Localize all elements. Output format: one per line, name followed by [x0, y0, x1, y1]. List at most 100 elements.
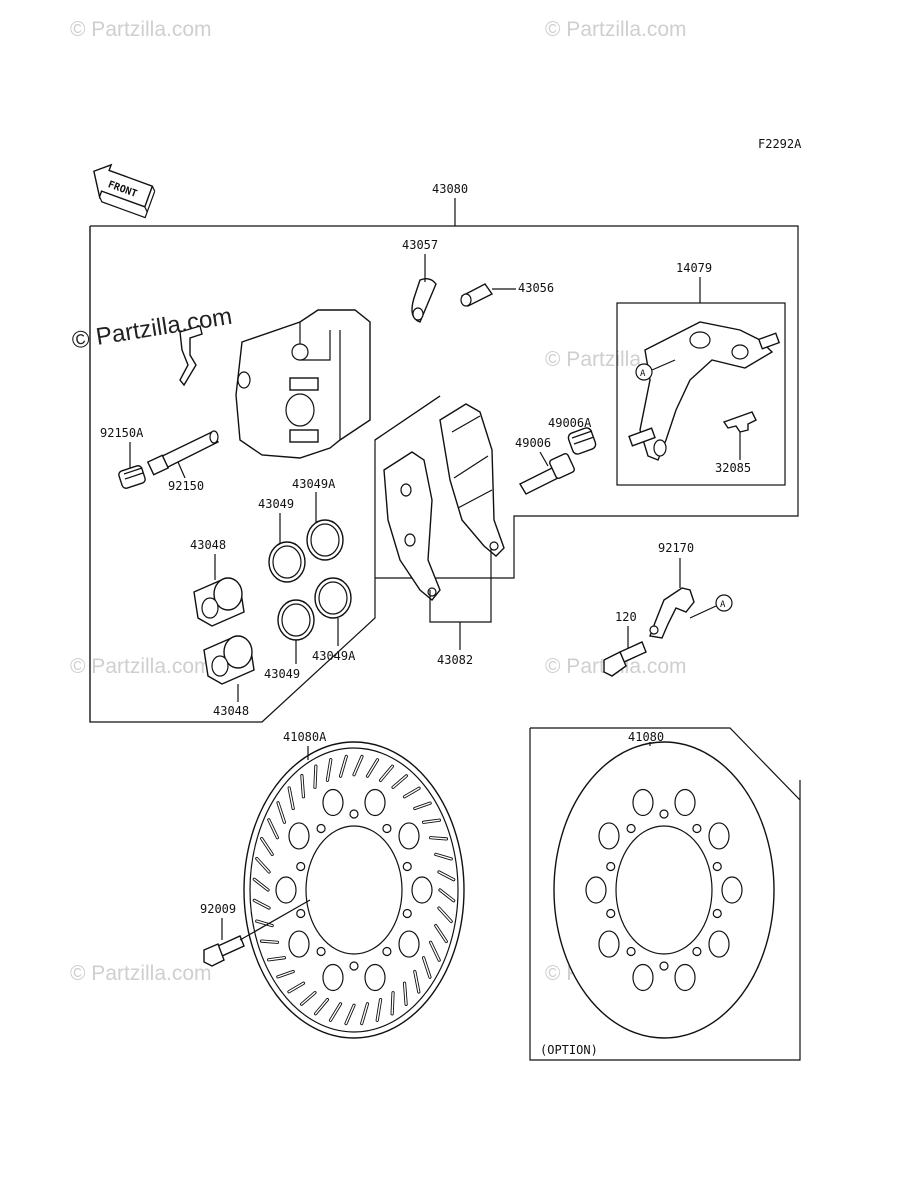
- disc-slot-inner: [326, 758, 332, 782]
- disc-bolt-hole: [349, 809, 359, 819]
- disc-bolt-hole: [692, 823, 702, 834]
- caliper-body: [235, 309, 371, 459]
- disc-hole: [288, 930, 310, 958]
- label-49006A: 49006A: [548, 416, 592, 430]
- disc-bolt-hole: [626, 946, 636, 957]
- disc-hole: [364, 788, 386, 817]
- disc-slot-inner: [301, 774, 305, 798]
- disc-hole: [708, 930, 730, 958]
- disc-slot-inner: [288, 787, 294, 810]
- disc-slot-inner: [314, 765, 317, 789]
- disc-slot-inner: [429, 836, 448, 840]
- disc-slot-inner: [339, 755, 347, 777]
- disc-slot-inner: [253, 899, 270, 909]
- disc-slot-inner: [391, 991, 394, 1015]
- disc-slot-inner: [268, 819, 279, 839]
- label-43049A-top: 43049A: [292, 477, 336, 491]
- disc-hole: [322, 788, 344, 817]
- disc-bolt-hole: [712, 908, 722, 919]
- label-43049-bot: 43049: [264, 667, 300, 681]
- disc-slot-inner: [435, 853, 452, 860]
- disc-41080A: [243, 741, 465, 1039]
- hose-guide-92170: [649, 587, 695, 639]
- disc-hole: [411, 876, 433, 904]
- slide-pin-49006: [519, 452, 576, 495]
- clip-part: [179, 325, 203, 387]
- bracket-box: [616, 302, 786, 486]
- disc-hole: [585, 876, 607, 904]
- disc-slot-inner: [329, 1003, 342, 1021]
- disc-slot-inner: [422, 819, 441, 823]
- disc-slot-inner: [403, 787, 420, 798]
- spring-32085: [722, 411, 757, 433]
- disc-slot-inner: [414, 970, 420, 993]
- disc-slot-inner: [260, 940, 279, 944]
- piston-43048-top: [193, 577, 245, 627]
- disc-bolt-hole: [659, 809, 669, 819]
- option-box: [529, 727, 801, 1061]
- pin-92150: [146, 430, 219, 476]
- option-label: (OPTION): [540, 1043, 598, 1057]
- disc-bolt-hole: [626, 823, 636, 834]
- pad-43082-right: [439, 403, 505, 557]
- bleeder-43056: [460, 283, 494, 307]
- disc-slot-inner: [439, 889, 455, 902]
- disc-bolt-hole: [382, 823, 392, 834]
- disc-bolt-hole: [402, 861, 412, 872]
- boot-49006A: [567, 427, 597, 455]
- disc-slot-inner: [435, 924, 448, 943]
- disc-hole: [322, 963, 344, 992]
- label-41080A: 41080A: [283, 730, 327, 744]
- disc-bolt-hole: [659, 961, 669, 971]
- disc-slot-inner: [392, 775, 408, 789]
- bolt-120: [603, 641, 647, 677]
- label-43082: 43082: [437, 653, 473, 667]
- disc-bolt-hole: [349, 961, 359, 971]
- disc-slot-inner: [422, 957, 431, 978]
- disc-bolt-hole: [606, 861, 616, 872]
- disc-slot-inner: [379, 765, 394, 782]
- disc-hole: [674, 963, 696, 992]
- disc-hole: [598, 930, 620, 958]
- disc-hole: [364, 963, 386, 992]
- disc-slot-inner: [414, 802, 431, 810]
- disc-bolt-hole: [712, 861, 722, 872]
- label-49006: 49006: [515, 436, 551, 450]
- disc-hole: [398, 822, 420, 850]
- disc-hole: [275, 876, 297, 904]
- disc-slot-inner: [366, 759, 379, 777]
- disc-bolt-hole: [296, 908, 306, 919]
- disc-slot-inner: [438, 871, 455, 881]
- disc-slot-inner: [256, 920, 273, 927]
- disc-hole: [632, 963, 654, 992]
- disc-slot-inner: [376, 998, 382, 1022]
- disc-bolt-hole: [316, 823, 326, 834]
- disc-slot-inner: [277, 802, 286, 823]
- disc-hole: [721, 876, 743, 904]
- disc-41080: [553, 741, 775, 1039]
- diagram-code: F2292A: [758, 137, 802, 151]
- label-41080: 41080: [628, 730, 664, 744]
- disc-slot-inner: [314, 998, 329, 1015]
- label-43080: 43080: [432, 182, 468, 196]
- label-92150A: 92150A: [100, 426, 144, 440]
- disc-slot-inner: [300, 991, 316, 1005]
- disc-bolt-hole: [606, 908, 616, 919]
- label-92170: 92170: [658, 541, 694, 555]
- disc-slot-inner: [438, 907, 452, 923]
- label-43048-bot: 43048: [213, 704, 249, 718]
- label-32085: 32085: [715, 461, 751, 475]
- disc-slot-inner: [253, 878, 269, 891]
- disc-hole: [288, 822, 310, 850]
- label-43057: 43057: [402, 238, 438, 252]
- disc-hole: [632, 788, 654, 817]
- disc-bolt-hole: [692, 946, 702, 957]
- disc-slot-inner: [403, 982, 407, 1006]
- ref-a-guide: A: [720, 600, 726, 610]
- label-92150: 92150: [168, 479, 204, 493]
- disc-slot-inner: [361, 1003, 369, 1025]
- label-43048-top: 43048: [190, 538, 226, 552]
- label-92009: 92009: [200, 902, 236, 916]
